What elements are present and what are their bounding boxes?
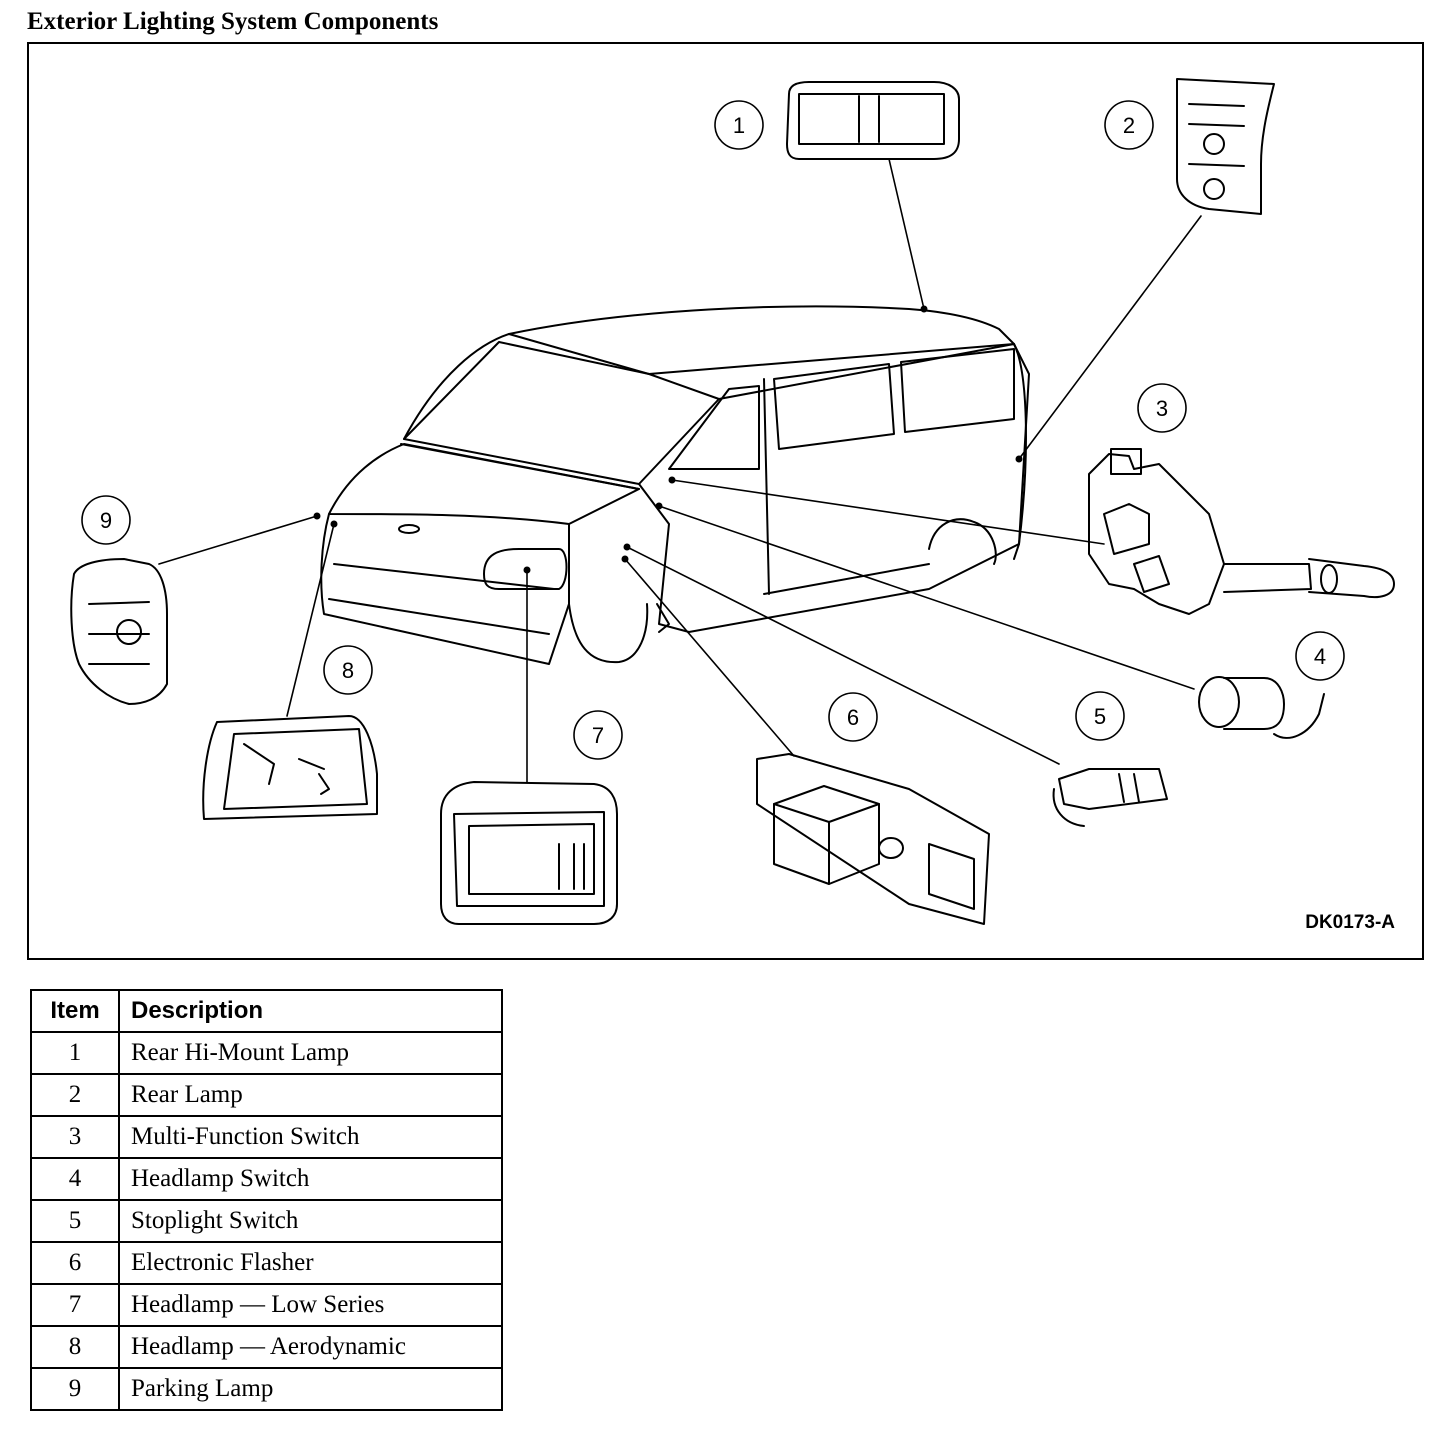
- item-number: 4: [30, 1157, 120, 1201]
- table-row: 9 Parking Lamp: [30, 1367, 503, 1411]
- item-description: Multi-Function Switch: [118, 1115, 503, 1159]
- table-row: 5 Stoplight Switch: [30, 1199, 503, 1243]
- callout-1: 1: [714, 100, 764, 150]
- leader-lines: [158, 158, 1202, 783]
- van-illustration: [320, 305, 1030, 665]
- svg-text:4: 4: [1314, 644, 1326, 669]
- svg-text:9: 9: [100, 508, 112, 533]
- electronic-flasher-illustration: [756, 753, 990, 925]
- callout-8: 8: [323, 645, 373, 695]
- item-number: 3: [30, 1115, 120, 1159]
- svg-text:8: 8: [342, 658, 354, 683]
- page-title: Exterior Lighting System Components: [27, 8, 439, 35]
- item-description: Headlamp Switch: [118, 1157, 503, 1201]
- item-description: Headlamp — Aerodynamic: [118, 1325, 503, 1369]
- table-row: 1 Rear Hi-Mount Lamp: [30, 1031, 503, 1075]
- headlamp-aerodynamic-illustration: [202, 715, 378, 820]
- item-column-header: Item: [30, 989, 120, 1033]
- callout-4: 4: [1295, 631, 1345, 681]
- diagram-drawing: 1 2 3 4 5 6 7: [70, 78, 1395, 925]
- svg-text:1: 1: [733, 113, 745, 138]
- callouts: 1 2 3 4 5 6 7: [81, 100, 1345, 760]
- callout-3: 3: [1137, 383, 1187, 433]
- table-row: 8 Headlamp — Aerodynamic: [30, 1325, 503, 1369]
- svg-text:2: 2: [1123, 113, 1135, 138]
- item-number: 5: [30, 1199, 120, 1243]
- table-row: 2 Rear Lamp: [30, 1073, 503, 1117]
- svg-text:6: 6: [847, 705, 859, 730]
- item-description: Rear Lamp: [118, 1073, 503, 1117]
- item-description: Parking Lamp: [118, 1367, 503, 1411]
- item-number: 8: [30, 1325, 120, 1369]
- table-row: 3 Multi-Function Switch: [30, 1115, 503, 1159]
- svg-text:7: 7: [592, 723, 604, 748]
- table-row: 4 Headlamp Switch: [30, 1157, 503, 1201]
- stoplight-switch-illustration: [1052, 768, 1168, 827]
- leader-dots: [313, 305, 1023, 574]
- svg-text:3: 3: [1156, 396, 1168, 421]
- item-number: 2: [30, 1073, 120, 1117]
- table-row: 6 Electronic Flasher: [30, 1241, 503, 1285]
- headlamp-low-series-illustration: [440, 781, 618, 925]
- item-description: Electronic Flasher: [118, 1241, 503, 1285]
- item-description: Stoplight Switch: [118, 1199, 503, 1243]
- rear-lamp-illustration: [1176, 78, 1275, 215]
- item-number: 9: [30, 1367, 120, 1411]
- multi-function-switch-illustration: [1088, 448, 1395, 615]
- svg-text:5: 5: [1094, 704, 1106, 729]
- item-number: 6: [30, 1241, 120, 1285]
- callout-7: 7: [573, 710, 623, 760]
- callout-2: 2: [1104, 100, 1154, 150]
- item-number: 7: [30, 1283, 120, 1327]
- table-header-row: Item Description: [30, 989, 503, 1033]
- callout-9: 9: [81, 495, 131, 545]
- diagram-figure: 1 2 3 4 5 6 7: [27, 42, 1424, 960]
- table-row: 7 Headlamp — Low Series: [30, 1283, 503, 1327]
- description-column-header: Description: [118, 989, 503, 1033]
- callout-6: 6: [828, 692, 878, 742]
- figure-code: DK0173-A: [1305, 912, 1395, 933]
- item-description: Rear Hi-Mount Lamp: [118, 1031, 503, 1075]
- headlamp-switch-illustration: [1198, 676, 1325, 739]
- callout-5: 5: [1075, 691, 1125, 741]
- legend-table: Item Description 1 Rear Hi-Mount Lamp 2 …: [30, 989, 503, 1411]
- item-number: 1: [30, 1031, 120, 1075]
- item-description: Headlamp — Low Series: [118, 1283, 503, 1327]
- parking-lamp-illustration: [70, 558, 168, 705]
- rear-hi-mount-lamp-illustration: [786, 81, 960, 160]
